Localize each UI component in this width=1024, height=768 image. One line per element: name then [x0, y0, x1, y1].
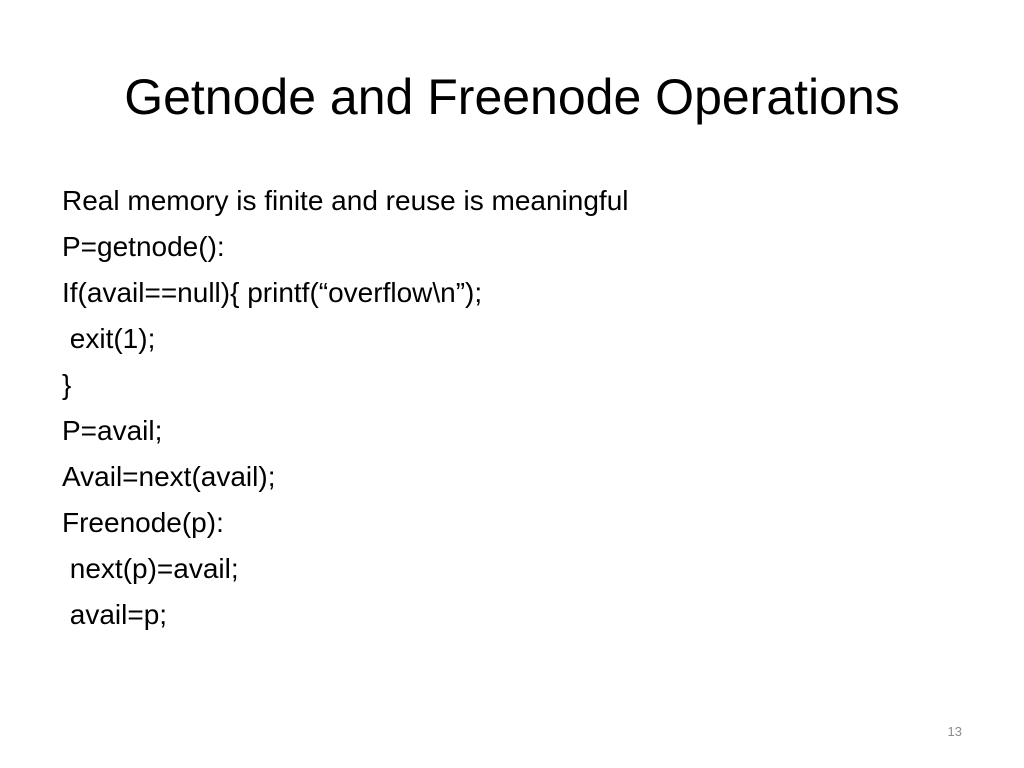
body-line: Avail=next(avail); — [62, 461, 276, 492]
body-line: P=avail; — [62, 415, 163, 446]
slide-body: Real memory is finite and reuse is meani… — [62, 178, 962, 638]
body-line: avail=p; — [62, 599, 168, 630]
slide-title: Getnode and Freenode Operations — [124, 69, 900, 125]
body-line: P=getnode(): — [62, 231, 225, 262]
body-line: If(avail==null){ printf(“overflow\n”); — [62, 277, 483, 308]
body-line: } — [62, 369, 72, 400]
body-line: exit(1); — [62, 323, 156, 354]
body-line: next(p)=avail; — [62, 553, 239, 584]
body-line: Real memory is finite and reuse is meani… — [62, 185, 629, 216]
body-line: Freenode(p): — [62, 507, 224, 538]
slide-number: 13 — [947, 724, 962, 739]
